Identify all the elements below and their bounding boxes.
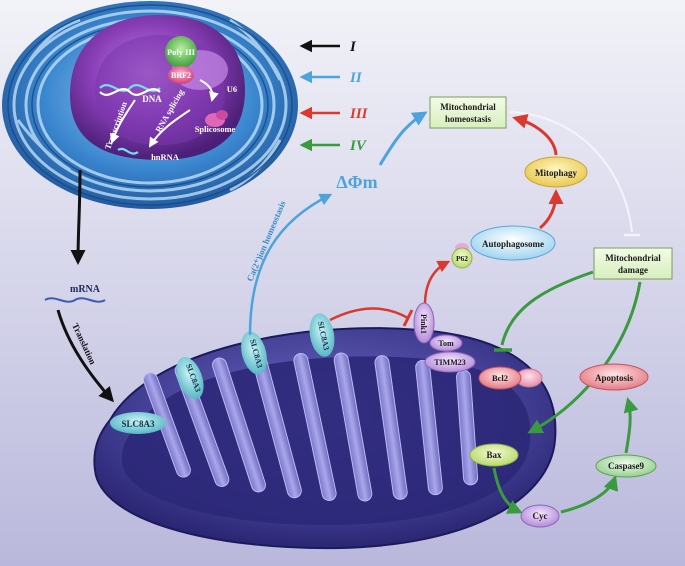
mito-damage-line1: Mitochondrial <box>605 253 661 263</box>
bcl2-node: Bcl2 <box>478 366 543 390</box>
mito-homeostasis-line2: homeostasis <box>445 114 491 124</box>
brf2-node <box>168 66 194 84</box>
dna-label: DNA <box>142 94 162 104</box>
slc8a3-transporter: SLC8A3 <box>110 412 166 434</box>
u6-arrow <box>199 79 219 102</box>
mrna-strand <box>44 297 106 303</box>
legend: I II III IV <box>299 39 369 154</box>
caspase9-label: Caspase9 <box>608 461 645 471</box>
p62-node: P62 <box>451 247 473 269</box>
mito-damage-line2: damage <box>618 265 648 275</box>
slc8a3-transporter: SLC8A3 <box>241 331 267 375</box>
cyc-node: Cyc <box>520 504 560 528</box>
bax-to-cyc-arrow <box>492 467 523 514</box>
slc8a3-transporters: SLC8A3 SLC8A3 SLC8A3 SLC8A3 <box>110 313 335 434</box>
slc8a3-transporter: SLC8A3 <box>309 313 335 357</box>
ca-homeostasis-arrow <box>248 193 333 336</box>
translation-arrow <box>56 309 114 403</box>
mitochondrion <box>93 327 557 550</box>
spliceosome-icon <box>205 110 228 127</box>
pink1-node: Pink1 <box>413 302 435 344</box>
transcription-arrow <box>109 99 136 144</box>
tom-label: Tom <box>438 339 454 348</box>
timm23-node: TIMM23 <box>424 351 476 373</box>
autophagosome-node: Autophagosome <box>470 225 556 261</box>
poly3-node <box>165 36 197 68</box>
legend-label-3: III <box>349 106 369 122</box>
caspase9-node: Caspase9 <box>595 454 657 478</box>
mito-homeostasis-box: Mitochondrial homeostasis <box>429 96 507 129</box>
splicing-arrow <box>148 109 191 148</box>
slc8a3-label: SLC8A3 <box>121 419 155 429</box>
mrna-label: mRNA <box>70 284 101 295</box>
apoptosis-node: Apoptosis <box>579 363 649 391</box>
cell-illustration: Poly III BRF2 U6 DNA Transcription RNA s… <box>2 1 298 209</box>
caspase9-to-apoptosis-arrow <box>623 397 639 454</box>
legend-label-1: I <box>349 39 357 55</box>
apoptosis-label: Apoptosis <box>595 373 634 383</box>
bcl2-label: Bcl2 <box>492 373 508 383</box>
slc8a3-inhibit-pink1 <box>329 307 409 322</box>
timm23-label: TIMM23 <box>434 358 466 367</box>
tom-node: Tom <box>429 334 463 352</box>
hnrna-label: hnRNA <box>151 152 180 162</box>
cyc-to-caspase9-arrow <box>560 475 619 514</box>
cyc-label: Cyc <box>533 511 548 521</box>
poly3-label: Poly III <box>167 47 196 57</box>
bax-node: Bax <box>469 443 519 467</box>
legend-label-2: II <box>349 70 363 86</box>
mitophagy-label: Mitophagy <box>535 168 578 178</box>
autophagosome-to-mitophagy-arrow <box>539 189 564 230</box>
delta-psi-arrow <box>378 111 428 166</box>
damage-inhibit-bcl2 <box>500 270 594 346</box>
pink1-to-p62-arrow <box>423 260 451 306</box>
spliceosome-label: Splicosome <box>195 124 236 134</box>
p62-label: P62 <box>456 254 468 263</box>
bax-label: Bax <box>486 450 502 460</box>
endoplasmic-reticulum <box>12 9 288 201</box>
mrna-arrow <box>70 169 86 265</box>
mito-homeostasis-line1: Mitochondrial <box>440 102 496 112</box>
homeostasis-inhibition-line <box>509 111 633 233</box>
pink1-label: Pink1 <box>419 314 428 334</box>
u6-label: U6 <box>227 84 237 94</box>
legend-label-4: IV <box>349 138 368 154</box>
dna-helix <box>99 84 161 155</box>
cristae <box>143 352 479 502</box>
slc8a3-transporter: SLC8A3 <box>176 356 204 400</box>
autophagosome-label: Autophagosome <box>482 239 544 249</box>
delta-psi-label: ΔΦm <box>336 172 377 192</box>
brf2-label: BRF2 <box>171 71 191 80</box>
mitophagy-node: Mitophagy <box>524 156 588 188</box>
mito-damage-box: Mitochondrial damage <box>593 247 673 280</box>
mitophagy-to-homeostasis-arrow <box>512 114 558 156</box>
